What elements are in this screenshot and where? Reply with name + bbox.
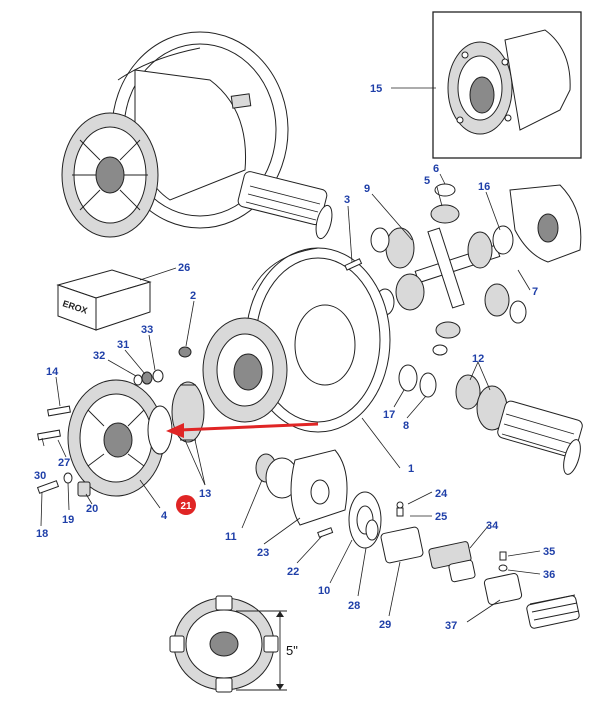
highlight-arrow [166, 422, 319, 438]
ring-gear-drawing [178, 247, 391, 433]
callout-4[interactable]: 4 [161, 510, 168, 522]
callout-26[interactable]: 26 [178, 262, 190, 274]
leader-lines [40, 87, 541, 623]
callout-18[interactable]: 18 [36, 528, 48, 540]
pinion-shaft-drawing [398, 364, 583, 475]
callout-28[interactable]: 28 [348, 600, 360, 612]
callout-32[interactable]: 32 [93, 350, 105, 362]
callout-31[interactable]: 31 [117, 339, 129, 351]
callout-22[interactable]: 22 [287, 566, 299, 578]
callout-labels: 15 6 5 9 16 3 26 7 2 33 31 32 12 14 17 8… [34, 83, 555, 632]
inset-detail-box [432, 11, 582, 159]
callout-37[interactable]: 37 [445, 620, 457, 632]
callout-17[interactable]: 17 [383, 409, 395, 421]
callout-35[interactable]: 35 [543, 546, 555, 558]
bottom-bearing-drawing [255, 449, 424, 564]
callout-6[interactable]: 6 [433, 163, 439, 175]
callout-34[interactable]: 34 [486, 520, 499, 532]
callout-2[interactable]: 2 [190, 290, 196, 302]
callout-8[interactable]: 8 [403, 420, 409, 432]
callout-11[interactable]: 11 [225, 531, 237, 543]
callout-27[interactable]: 27 [58, 457, 70, 469]
highlight-marker-21: 21 [176, 495, 196, 515]
callout-33[interactable]: 33 [141, 324, 153, 336]
highlight-number: 21 [180, 501, 192, 512]
callout-30[interactable]: 30 [34, 470, 46, 482]
callout-5[interactable]: 5 [424, 175, 430, 187]
callout-9[interactable]: 9 [364, 183, 370, 195]
callout-16[interactable]: 16 [478, 181, 490, 193]
callout-3[interactable]: 3 [344, 194, 350, 206]
callout-7[interactable]: 7 [532, 286, 538, 298]
bottom-right-drawing [428, 541, 580, 629]
dimension-label: 5" [286, 643, 298, 658]
dimension-view-drawing: 5" [169, 595, 298, 693]
callout-19[interactable]: 19 [62, 514, 74, 526]
callout-15[interactable]: 15 [370, 83, 382, 95]
callout-20[interactable]: 20 [86, 503, 98, 515]
callout-24[interactable]: 24 [435, 488, 448, 500]
packaged-kit-box: EROX [56, 269, 152, 331]
callout-14[interactable]: 14 [46, 366, 59, 378]
callout-13[interactable]: 13 [199, 488, 211, 500]
callout-23[interactable]: 23 [257, 547, 269, 559]
callout-1[interactable]: 1 [408, 463, 414, 475]
callout-29[interactable]: 29 [379, 619, 391, 631]
differential-gears-drawing [370, 183, 582, 356]
callout-10[interactable]: 10 [318, 585, 330, 597]
callout-12[interactable]: 12 [472, 353, 484, 365]
top-assembly-drawing [61, 31, 333, 240]
callout-36[interactable]: 36 [543, 569, 555, 581]
left-flange-drawing [36, 369, 205, 497]
callout-25[interactable]: 25 [435, 511, 447, 523]
